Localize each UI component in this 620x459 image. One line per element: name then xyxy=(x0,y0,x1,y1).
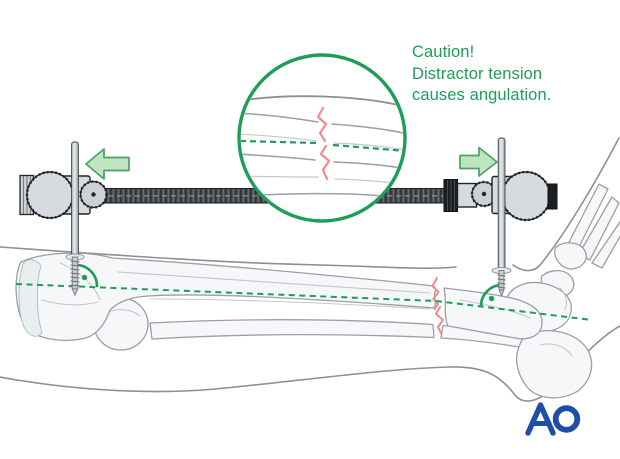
fracture-line xyxy=(431,276,445,336)
magnifier-circle xyxy=(237,53,407,223)
axis-dashed-line-proximal xyxy=(15,283,437,302)
foot-dorsum-skin-line xyxy=(512,137,620,272)
compress-arrow-left-icon xyxy=(85,148,130,180)
left-schanz-pin xyxy=(65,141,85,296)
compress-arrow-right-icon xyxy=(459,146,498,177)
angle-dot-right xyxy=(488,295,495,302)
bones xyxy=(15,183,620,399)
ao-logo xyxy=(525,402,581,436)
calcaneus-bone xyxy=(516,330,593,399)
angle-dot-left xyxy=(81,274,88,281)
magnified-axis-dashed-line xyxy=(241,139,319,145)
magnified-fracture-view xyxy=(241,95,403,201)
right-knob-end-cap xyxy=(547,183,558,210)
caution-line: Caution! xyxy=(412,43,475,61)
caution-line: Distractor tension xyxy=(412,64,543,83)
metatarsal xyxy=(591,220,620,269)
right-schanz-pin xyxy=(491,137,512,298)
magnified-fracture-line xyxy=(316,106,328,143)
cuneiform-bone xyxy=(554,242,587,270)
angle-arc-left xyxy=(74,263,99,288)
axis-dashed-line-distal xyxy=(435,300,593,321)
magnified-axis-dashed-line xyxy=(332,143,403,153)
left-clamp xyxy=(19,170,108,220)
caution-line: causes angulation. xyxy=(412,86,552,104)
magnified-fracture-line xyxy=(319,144,331,181)
caution-note: Caution! Distractor tension causes angul… xyxy=(412,42,602,107)
